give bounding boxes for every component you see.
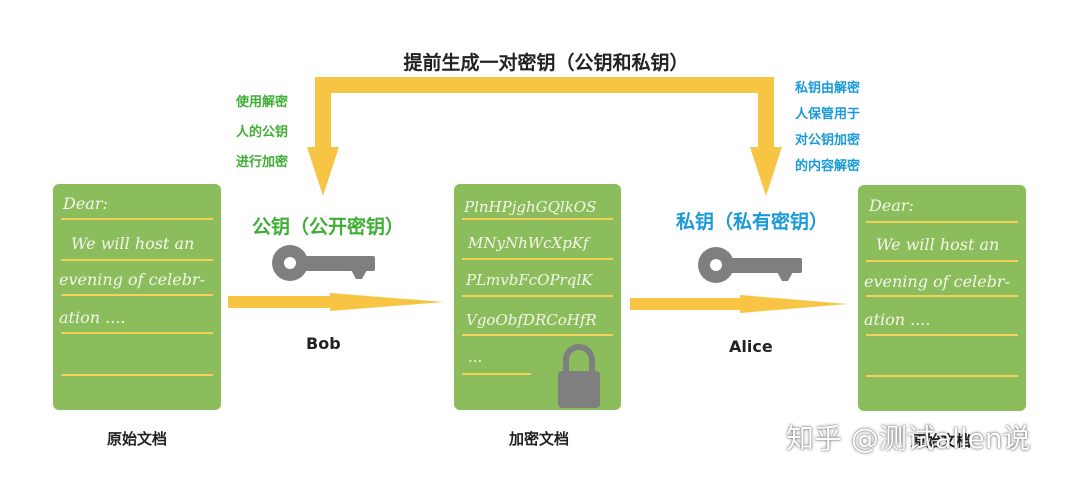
doc-text-line: PLmvbFcOPrqlK [466, 271, 593, 289]
decrypt-arrow [630, 295, 848, 313]
doc-text-line: Dear: [63, 194, 108, 213]
doc-text-line: Dear: [869, 196, 914, 215]
encrypted-document: PlnHPjghGQlkOS MNyNhWcXpKf PLmvbFcOPrqlK… [454, 184, 621, 410]
doc-text-line: MNyNhWcXpKf [468, 234, 589, 252]
doc-text-line: evening of celebr- [864, 272, 1010, 291]
original-document: Dear: We will host an evening of celebr-… [53, 184, 221, 410]
lock-icon [558, 344, 600, 408]
note-line: 对公钥加密 [795, 133, 861, 148]
original-document-caption: 原始文档 [106, 430, 167, 448]
right-down-arrowhead [750, 147, 782, 196]
doc-text-line: ation .... [59, 308, 126, 327]
doc-text-line: ation .... [864, 310, 931, 329]
public-key-label: 公钥（公开密钥） [252, 216, 405, 238]
left-down-arrowhead [307, 147, 339, 196]
doc-text-line: We will host an [71, 234, 195, 253]
doc-text-line: evening of celebr- [59, 270, 205, 289]
key-icon [272, 245, 375, 281]
doc-text-line: PlnHPjghGQlkOS [464, 198, 597, 216]
note-line: 人的公钥 [236, 125, 289, 140]
receiver-label: Alice [729, 337, 773, 356]
private-key-usage-note: 私钥由解密 人保管用于 对公钥加密 的内容解密 [795, 76, 860, 180]
note-line: 人保管用于 [795, 107, 861, 122]
diagram-title: 提前生成一对密钥（公钥和私钥） [403, 52, 689, 74]
note-line: 的内容解密 [795, 159, 861, 174]
note-line: 进行加密 [236, 155, 289, 170]
note-line: 私钥由解密 [795, 81, 861, 96]
doc-text-line: We will host an [876, 235, 1000, 254]
sender-label: Bob [306, 334, 341, 353]
doc-text-line: ... [468, 348, 483, 366]
decrypted-document-caption: 原始文档 [910, 432, 971, 450]
private-key-label: 私钥（私有密钥） [676, 211, 829, 233]
encrypt-arrow [228, 293, 444, 311]
note-line: 使用解密 [236, 95, 289, 110]
key-icon [698, 247, 802, 283]
public-key-usage-note: 使用解密 人的公钥 进行加密 [236, 88, 288, 178]
decrypted-document: Dear: We will host an evening of celebr-… [858, 185, 1026, 411]
encrypted-document-caption: 加密文档 [508, 430, 569, 448]
key-distribution-arrow [315, 77, 774, 150]
watermark: 知乎 @测试allen说 [786, 422, 1031, 455]
doc-text-line: VgoObfDRCoHfR [466, 311, 597, 329]
